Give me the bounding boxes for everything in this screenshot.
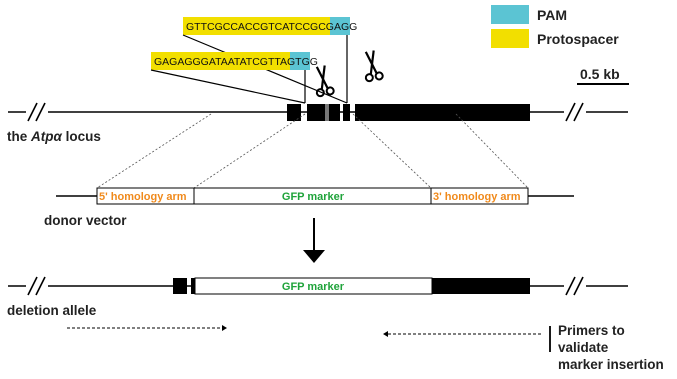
sgrna-1-protospacer-box bbox=[183, 17, 330, 35]
deletion-allele-label: deletion allele bbox=[7, 303, 97, 318]
exon-2-target-mark bbox=[325, 104, 329, 121]
donor-vector-label: donor vector bbox=[44, 213, 127, 228]
homology-mapping-lines bbox=[96, 113, 529, 189]
primers-label-line-2: validate bbox=[558, 340, 609, 355]
legend: PAM Protospacer bbox=[491, 5, 619, 48]
donor-right-homology-arm bbox=[430, 187, 529, 205]
deletion-exon-4 bbox=[432, 278, 530, 294]
locus-break-right bbox=[565, 102, 576, 122]
sgrna-2-sequence: GAGAGGGATAATATCGTTAGTGG bbox=[154, 56, 318, 68]
sgrna-2: GAGAGGGATAATATCGTTAGTGG bbox=[150, 52, 318, 104]
deletion-break-left bbox=[27, 276, 38, 296]
exon-1 bbox=[287, 104, 301, 121]
forward-primer-arrowhead bbox=[222, 325, 227, 331]
donor-gfp-marker-label: GFP marker bbox=[282, 191, 345, 203]
donor-right-homology-arm-label: 3' homology arm bbox=[433, 191, 521, 203]
protospacer-legend-swatch bbox=[491, 29, 529, 48]
genomic-locus: the Atpα locus bbox=[7, 102, 628, 144]
primers: Primers to validate marker insertion bbox=[67, 323, 664, 372]
deletion-allele: GFP marker deletion allele bbox=[7, 276, 628, 318]
deletion-gfp-marker-label: GFP marker bbox=[282, 281, 345, 293]
reverse-primer-arrowhead bbox=[383, 331, 388, 337]
pam-legend-swatch bbox=[491, 5, 529, 24]
scale-bar-label: 0.5 kb bbox=[580, 66, 620, 82]
sgrna-2-pointer-left bbox=[150, 69, 306, 104]
scissors-icon bbox=[364, 50, 384, 83]
pam-legend-label: PAM bbox=[537, 7, 567, 23]
locus-label: the Atpα locus bbox=[7, 129, 101, 144]
donor-vector: 5' homology arm GFP marker 3' homology a… bbox=[44, 187, 574, 228]
sgrna-2-pam-box bbox=[290, 52, 310, 70]
sgrna-1-pam-box bbox=[330, 17, 350, 35]
locus-break-left bbox=[27, 102, 38, 122]
protospacer-legend-label: Protospacer bbox=[537, 31, 619, 47]
scissors-icon bbox=[315, 65, 335, 98]
exon-2 bbox=[307, 104, 340, 121]
exon-4 bbox=[355, 104, 530, 121]
scale-bar: 0.5 kb bbox=[577, 66, 629, 85]
primers-label-line-1: Primers to bbox=[558, 323, 625, 338]
sgrna-2-protospacer-box bbox=[151, 52, 290, 70]
primers-label-line-3: marker insertion bbox=[558, 357, 664, 372]
sgrna-1-sequence: GTTCGCCACCGTCATCCGCGAGG bbox=[186, 21, 357, 33]
deletion-exon-1 bbox=[173, 278, 187, 294]
deletion-break-right bbox=[565, 276, 576, 296]
down-arrow-icon bbox=[303, 218, 325, 263]
deletion-exon-2-remnant bbox=[191, 278, 195, 294]
exon-3 bbox=[343, 104, 350, 121]
donor-left-homology-arm-label: 5' homology arm bbox=[99, 191, 187, 203]
sgrna-1: GTTCGCCACCGTCATCCGCGAGG bbox=[182, 17, 357, 104]
